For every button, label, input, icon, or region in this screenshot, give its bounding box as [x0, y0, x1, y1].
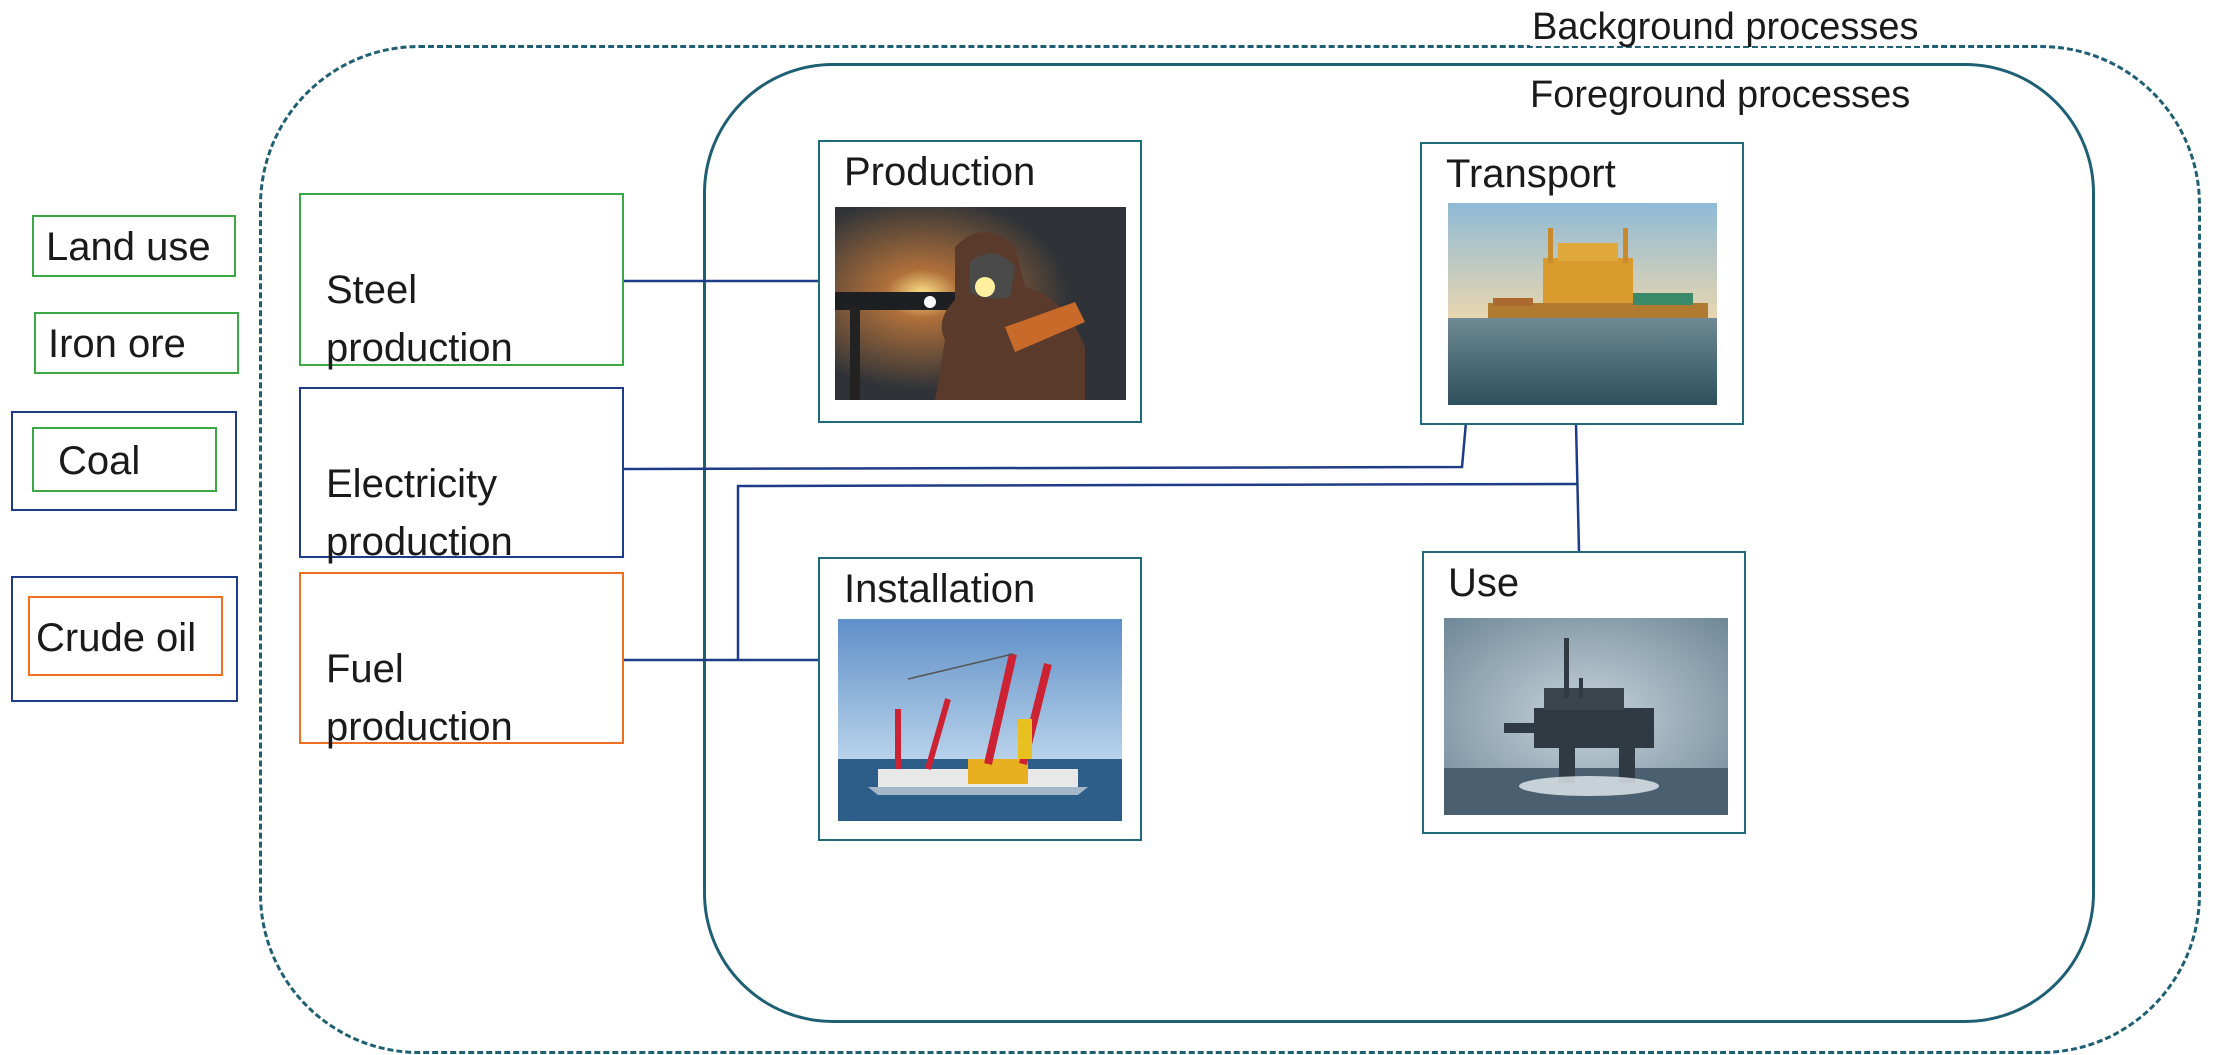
crude-oil-outer-box	[11, 576, 238, 702]
steel-production-box: Steel production	[299, 193, 624, 370]
fuel-production-label: Fuel production	[326, 647, 513, 749]
welder-photo	[835, 207, 1126, 400]
use-title: Use	[1448, 561, 1520, 605]
land-use-box: Land use	[32, 215, 236, 277]
transport-title: Transport	[1446, 152, 1616, 196]
transport-box: Transport	[1420, 142, 1744, 425]
crude-oil-label: Crude oil	[36, 616, 197, 660]
production-box: Production	[818, 140, 1142, 423]
coal-label: Coal	[58, 439, 141, 483]
barge-photo	[1448, 203, 1717, 405]
iron-ore-label: Iron ore	[48, 322, 186, 366]
background-processes-region	[259, 45, 2201, 1054]
installation-box: Installation	[818, 557, 1142, 841]
offshore-platform-photo	[1444, 618, 1728, 815]
iron-ore-box: Iron ore	[34, 312, 239, 374]
land-use-label: Land use	[46, 225, 211, 269]
foreground-processes-region	[703, 63, 2095, 1023]
production-title: Production	[844, 150, 1036, 194]
electricity-production-box: Electricity production	[299, 387, 624, 564]
foreground-processes-label: Foreground processes	[1530, 74, 1911, 116]
background-processes-label: Background processes	[1530, 6, 1921, 48]
crane-vessel-photo	[838, 619, 1122, 821]
crude-oil-box: Crude oil	[28, 596, 223, 676]
electricity-production-label: Electricity production	[326, 462, 513, 564]
coal-box: Coal	[32, 427, 217, 492]
installation-title: Installation	[844, 567, 1036, 611]
steel-production-label: Steel production	[326, 268, 513, 370]
fuel-production-box: Fuel production	[299, 572, 624, 749]
use-box: Use	[1422, 551, 1746, 834]
coal-outer-box	[11, 411, 237, 511]
